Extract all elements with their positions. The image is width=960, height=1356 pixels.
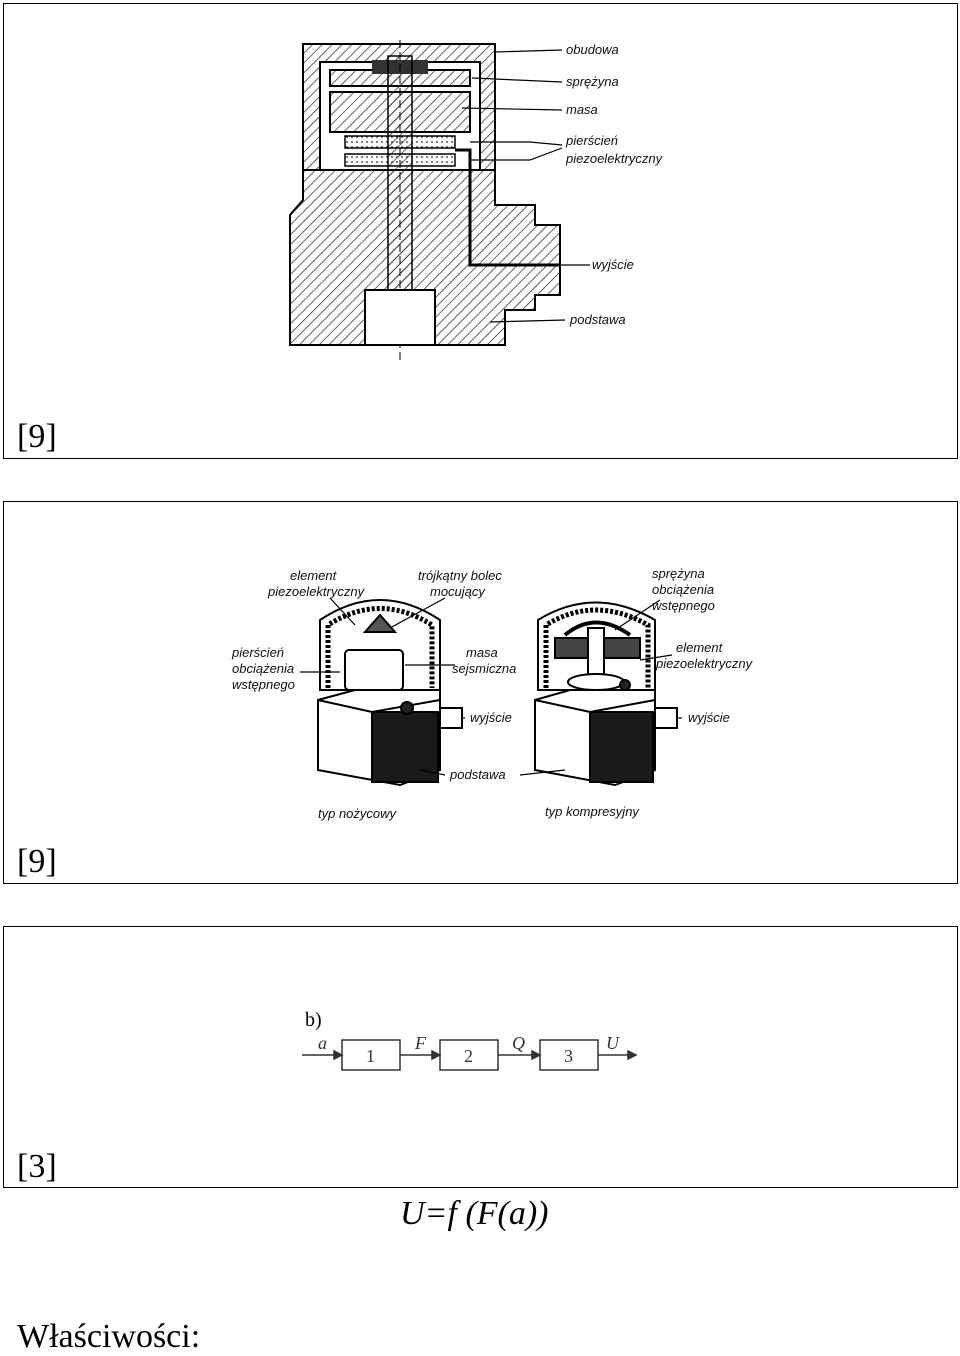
label-preload-spring-line3: wstępnego bbox=[652, 598, 715, 613]
figure-2-frame bbox=[3, 501, 958, 884]
label-mass: masa bbox=[566, 102, 598, 117]
signal-Q: Q bbox=[512, 1033, 525, 1053]
label-seismic-mass-line2: sejsmiczna bbox=[452, 661, 516, 676]
label-piezo-element2-line1: element bbox=[676, 640, 724, 655]
label-preload-ring-line3: wstępnego bbox=[232, 677, 295, 692]
label-seismic-mass-line1: masa bbox=[466, 645, 498, 660]
label-ring-line1: pierścień bbox=[565, 133, 618, 148]
block-2-label: 2 bbox=[464, 1046, 473, 1066]
label-preload-spring-line2: obciążenia bbox=[652, 582, 714, 597]
label-triangular-pin-line2: mocujący bbox=[430, 584, 486, 599]
label-output-right: wyjście bbox=[688, 710, 730, 725]
label-ring-line2: piezoelektryczny bbox=[565, 151, 664, 166]
block-1 bbox=[341, 1039, 401, 1071]
properties-heading: Właściwości: bbox=[17, 1318, 201, 1355]
threaded-hole bbox=[364, 289, 436, 346]
label-triangular-pin-line1: trójkątny bolec bbox=[418, 568, 502, 583]
shear-base-shade bbox=[371, 711, 439, 783]
label-spring: sprężyna bbox=[566, 74, 619, 89]
panel-label: b) bbox=[305, 1009, 322, 1031]
label-piezo-element-line2: piezoelektryczny bbox=[267, 584, 366, 599]
shear-mass bbox=[344, 649, 404, 691]
signal-a: a bbox=[318, 1033, 327, 1053]
preload-spring bbox=[563, 620, 632, 637]
label-output: wyjście bbox=[592, 257, 634, 272]
label-preload-spring-line1: sprężyna bbox=[652, 566, 705, 581]
block-1-label: 1 bbox=[366, 1046, 375, 1066]
base-shape bbox=[289, 169, 561, 346]
signal-F: F bbox=[414, 1033, 427, 1053]
figure-2-drawing: element piezoelektryczny trójkątny bolec… bbox=[231, 566, 754, 821]
label-compression-type: typ kompresyjny bbox=[545, 804, 640, 819]
block-3-label: 3 bbox=[564, 1046, 573, 1066]
figure-1-drawing: obudowa sprężyna masa pierścień piezoele… bbox=[289, 40, 664, 360]
compression-base-shade bbox=[589, 711, 654, 783]
transfer-formula: U=f (F(a)) bbox=[400, 1195, 549, 1232]
shear-type-sensor bbox=[317, 599, 463, 787]
label-piezo-element2-line2: piezoelektryczny bbox=[655, 656, 754, 671]
figure-2-citation: [9] bbox=[17, 843, 57, 880]
label-base: podstawa bbox=[449, 767, 506, 782]
label-preload-ring-line1: pierścień bbox=[231, 645, 284, 660]
label-preload-ring-line2: obciążenia bbox=[232, 661, 294, 676]
triangular-pin bbox=[362, 613, 398, 633]
signal-U: U bbox=[606, 1033, 620, 1053]
figure-3-citation: [3] bbox=[17, 1148, 57, 1185]
label-piezo-element-line1: element bbox=[290, 568, 338, 583]
figure-1-citation: [9] bbox=[17, 418, 57, 455]
compression-type-sensor bbox=[534, 601, 678, 787]
label-output-left: wyjście bbox=[470, 710, 512, 725]
label-base: podstawa bbox=[569, 312, 626, 327]
label-shear-type: typ nożycowy bbox=[318, 806, 398, 821]
figure-3-block-diagram: b) 1 2 3 a F Q U bbox=[302, 1009, 638, 1071]
label-housing: obudowa bbox=[566, 42, 619, 57]
